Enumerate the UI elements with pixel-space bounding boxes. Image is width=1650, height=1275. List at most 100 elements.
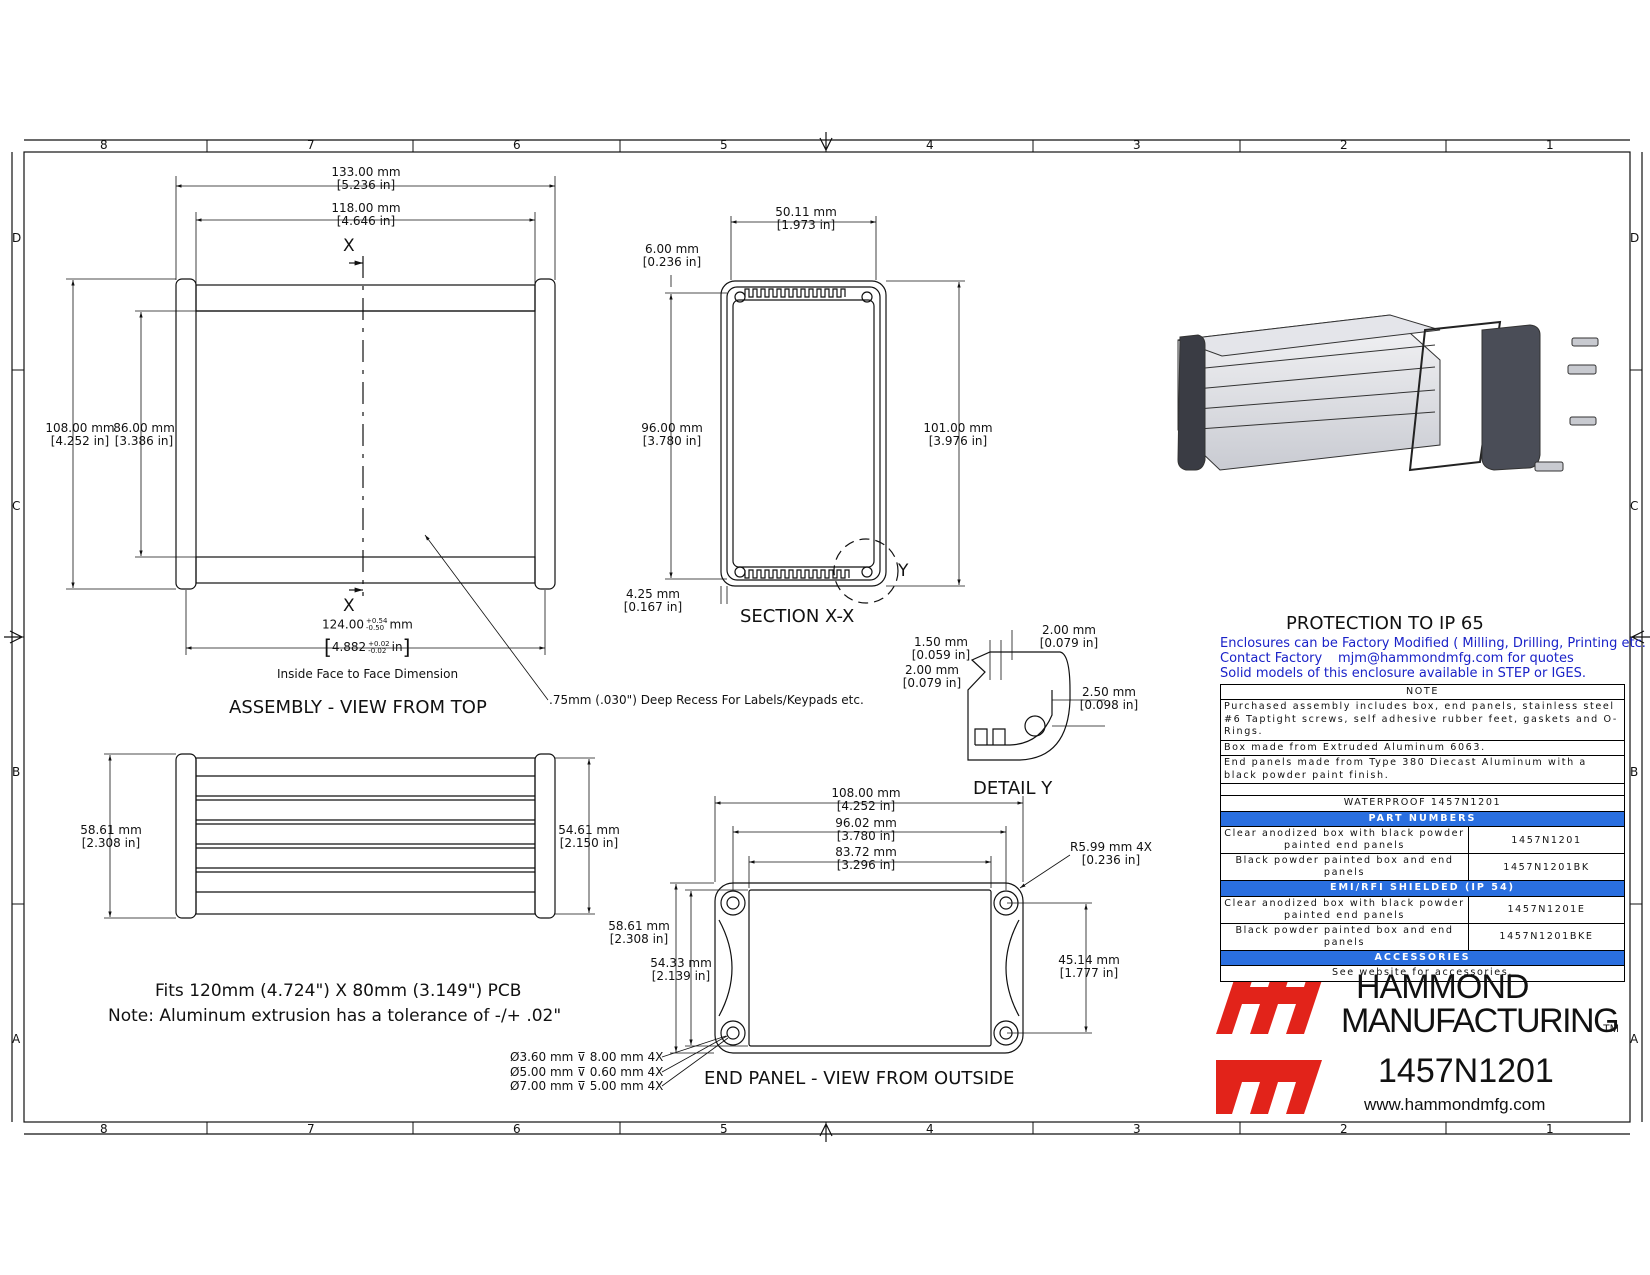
zone-col-8-bottom: 8 (100, 1122, 108, 1136)
end-panel-view (661, 796, 1092, 1087)
zone-col-3-bottom: 3 (1133, 1122, 1141, 1136)
fit-note-tolerance: Note: Aluminum extrusion has a tolerance… (108, 1006, 562, 1026)
dim-detail-1: 2.00 mm[0.079 in] (1039, 623, 1099, 650)
dim-side-right: 54.61 mm[2.150 in] (558, 823, 620, 850)
part-desc: Clear anodized box with black powder pai… (1221, 896, 1469, 923)
dim-panel-recess-h: 54.33 mm[2.139 in] (650, 956, 712, 983)
dim-panel-recess-w: 83.72 mm[3.296 in] (835, 845, 897, 872)
zone-row-d: D (12, 231, 22, 245)
part-number: 1457N1201BK (1503, 861, 1590, 873)
zone-row-c: C (12, 499, 21, 513)
part-desc: Black powder painted box and end panels (1221, 854, 1469, 881)
logo-line2: MANUFACTURING (1341, 1002, 1620, 1040)
section-mark-bottom: X (343, 596, 355, 616)
zone-col-7-bottom: 7 (307, 1122, 315, 1136)
fit-note-pcb: Fits 120mm (4.724") X 80mm (3.149") PCB (155, 981, 522, 1001)
sheet-border (4, 132, 1650, 1142)
assembly-view-title: ASSEMBLY - VIEW FROM TOP (229, 697, 487, 718)
assembly-top-view (66, 176, 556, 701)
protection-contact-email[interactable]: mjm@hammondmfg.com for quotes (1338, 651, 1574, 666)
part-number-title: 1457N1201 (1378, 1052, 1554, 1090)
zone-row-c-right: C (1630, 499, 1639, 513)
detail-mark: Y (898, 561, 909, 581)
dim-side-left: 58.61 mm[2.308 in] (80, 823, 142, 850)
end-panel-view-title: END PANEL - VIEW FROM OUTSIDE (704, 1068, 1015, 1089)
zone-col-2: 2 (1340, 138, 1348, 152)
part-number: 1457N1201 (1511, 834, 1582, 846)
part-number: 1457N1201E (1507, 904, 1586, 916)
dim-panel-height: 58.61 mm[2.308 in] (608, 919, 670, 946)
dim-section-wall-side: 4.25 mm[0.167 in] (623, 587, 683, 614)
hole-callout-1: Ø3.60 mm ⊽ 8.00 mm 4X (510, 1050, 664, 1064)
side-view (104, 753, 595, 919)
dim-inner-width: 86.00 mm[3.386 in] (113, 421, 175, 448)
part-desc: Black powder painted box and end panels (1221, 923, 1469, 950)
note-2: Box made from Extruded Aluminum 6063. (1221, 741, 1624, 757)
protection-models-note: Solid models of this enclosure available… (1220, 666, 1586, 681)
protection-modified-note: Enclosures can be Factory Modified ( Mil… (1220, 636, 1650, 651)
part-row: Clear anodized box with black powder pai… (1221, 827, 1624, 855)
zone-col-7: 7 (307, 138, 315, 152)
part-row: Clear anodized box with black powder pai… (1221, 896, 1624, 924)
part-row: Black powder painted box and end panels 1… (1221, 923, 1624, 951)
zone-row-b-right: B (1630, 765, 1639, 779)
emi-header: EMI/RFI SHIELDED (IP 54) (1221, 881, 1624, 897)
zone-col-8: 8 (100, 138, 108, 152)
zone-row-a: A (12, 1032, 21, 1046)
waterproof-header: WATERPROOF 1457N1201 (1221, 796, 1624, 812)
zone-row-b: B (12, 765, 21, 779)
dim-detail-3: 2.00 mm[0.079 in] (902, 663, 962, 690)
dim-panel-holes-y: 45.14 mm[1.777 in] (1058, 953, 1120, 980)
hole-callout-2: Ø5.00 mm ⊽ 0.60 mm 4X (510, 1065, 664, 1079)
part-desc: Clear anodized box with black powder pai… (1221, 827, 1469, 854)
note-header: NOTE (1221, 685, 1624, 701)
dim-overall-length: 133.00 mm[5.236 in] (331, 165, 401, 192)
zone-col-4: 4 (926, 138, 934, 152)
zone-col-4-bottom: 4 (926, 1122, 934, 1136)
accessories-header: ACCESSORIES (1221, 950, 1624, 967)
dim-section-inner-height: 96.00 mm[3.780 in] (641, 421, 703, 448)
protection-title: PROTECTION TO IP 65 (1286, 613, 1484, 634)
zone-col-1: 1 (1546, 138, 1554, 152)
zone-row-a-right: A (1630, 1032, 1639, 1046)
dim-section-width: 50.11 mm[1.973 in] (775, 205, 837, 232)
dim-detail-4: 2.50 mm[0.098 in] (1079, 685, 1139, 712)
dim-panel-overall: 108.00 mm[4.252 in] (831, 786, 901, 813)
section-mark-top: X (343, 236, 355, 256)
zone-col-6-bottom: 6 (513, 1122, 521, 1136)
dim-section-outer-height: 101.00 mm[3.976 in] (923, 421, 993, 448)
detail-view-title: DETAIL Y (973, 778, 1053, 799)
section-view (665, 216, 965, 604)
enclosure-3d-render (1177, 314, 1599, 472)
part-number: 1457N1201BKE (1499, 931, 1594, 943)
dim-detail-2: 1.50 mm[0.059 in] (911, 635, 971, 662)
note-3: End panels made from Type 380 Diecast Al… (1221, 756, 1624, 785)
note-table: NOTE Purchased assembly includes box, en… (1220, 684, 1625, 982)
logo-tm: TM (1603, 1023, 1619, 1035)
dim-inner-length: 118.00 mm[4.646 in] (331, 201, 401, 228)
recess-note: .75mm (.030") Deep Recess For Labels/Key… (549, 693, 864, 707)
dim-outer-width: 108.00 mm[4.252 in] (45, 421, 115, 448)
accessories-text: See website for accessories. (1332, 967, 1513, 979)
zone-col-1-bottom: 1 (1546, 1122, 1554, 1136)
part-row: Black powder painted box and end panels 1… (1221, 854, 1624, 882)
part-numbers-header: PART NUMBERS (1221, 811, 1624, 828)
hole-callout-3: Ø7.00 mm ⊽ 5.00 mm 4X (510, 1079, 664, 1093)
hammond-logo-mark (1216, 968, 1326, 1114)
dim-panel-holes-x: 96.02 mm[3.780 in] (835, 816, 897, 843)
note-1: Purchased assembly includes box, end pan… (1221, 700, 1624, 741)
zone-col-5-bottom: 5 (720, 1122, 728, 1136)
note-spacer (1221, 784, 1624, 797)
zone-row-d-right: D (1630, 231, 1640, 245)
face-caption: Inside Face to Face Dimension (277, 667, 459, 681)
section-view-title: SECTION X-X (740, 606, 855, 627)
logo-line1: HAMMOND (1356, 968, 1529, 1006)
protection-contact-label: Contact Factory (1220, 651, 1323, 666)
dim-section-wall-top: 6.00 mm[0.236 in] (642, 242, 702, 269)
zone-col-2-bottom: 2 (1340, 1122, 1348, 1136)
detail-view (967, 630, 1105, 761)
website-url[interactable]: www.hammondmfg.com (1364, 1095, 1546, 1114)
